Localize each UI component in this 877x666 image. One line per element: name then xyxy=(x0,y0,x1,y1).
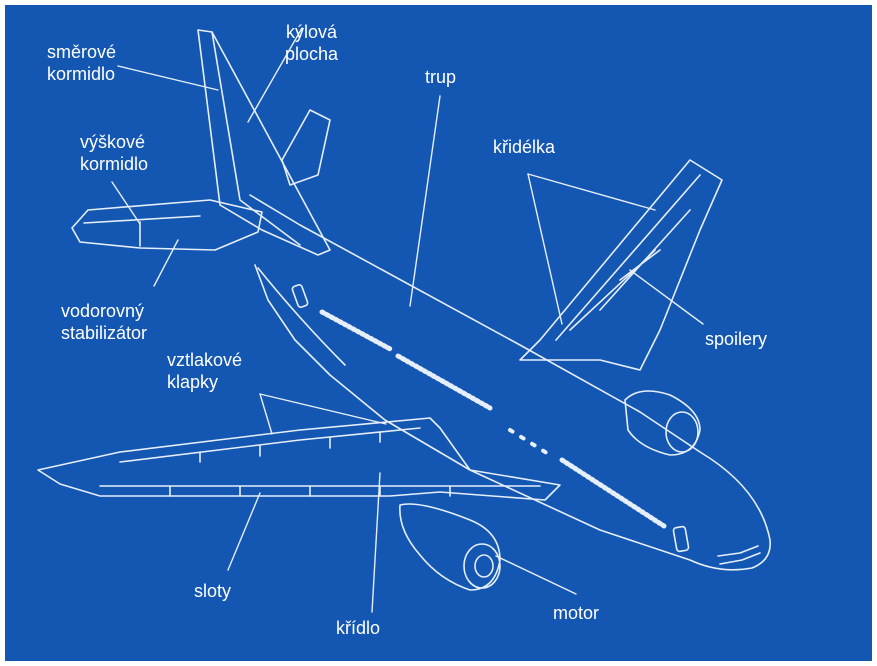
label-spoilers-text: spoilery xyxy=(705,328,767,350)
label-stabilizer-line-1: vodorovný xyxy=(61,300,147,322)
label-rudder-line-1: směrové xyxy=(47,41,116,63)
label-stabilizer-line-2: stabilizátor xyxy=(61,322,147,344)
label-elevator: výškové kormidlo xyxy=(80,131,148,175)
label-slats-text: sloty xyxy=(194,580,231,602)
label-slats: sloty xyxy=(194,580,231,602)
label-stabilizer: vodorovný stabilizátor xyxy=(61,300,147,344)
label-wing: křídlo xyxy=(336,617,380,639)
label-fuselage-text: trup xyxy=(425,66,456,88)
label-engine: motor xyxy=(553,602,599,624)
label-fin-line-2: plocha xyxy=(285,43,338,65)
label-spoilers: spoilery xyxy=(705,328,767,350)
label-elevator-line-1: výškové xyxy=(80,131,148,153)
label-flaps: vztlakové klapky xyxy=(167,349,242,393)
label-rudder-line-2: kormidlo xyxy=(47,63,116,85)
label-wing-text: křídlo xyxy=(336,617,380,639)
label-rudder: směrové kormidlo xyxy=(47,41,116,85)
label-flaps-line-2: klapky xyxy=(167,371,242,393)
label-ailerons-text: křidélka xyxy=(493,136,555,158)
label-fin-line-1: kýlová xyxy=(285,21,338,43)
label-fin: kýlová plocha xyxy=(285,21,338,65)
label-elevator-line-2: kormidlo xyxy=(80,153,148,175)
label-flaps-line-1: vztlakové xyxy=(167,349,242,371)
label-ailerons: křidélka xyxy=(493,136,555,158)
label-fuselage: trup xyxy=(425,66,456,88)
label-engine-text: motor xyxy=(553,602,599,624)
